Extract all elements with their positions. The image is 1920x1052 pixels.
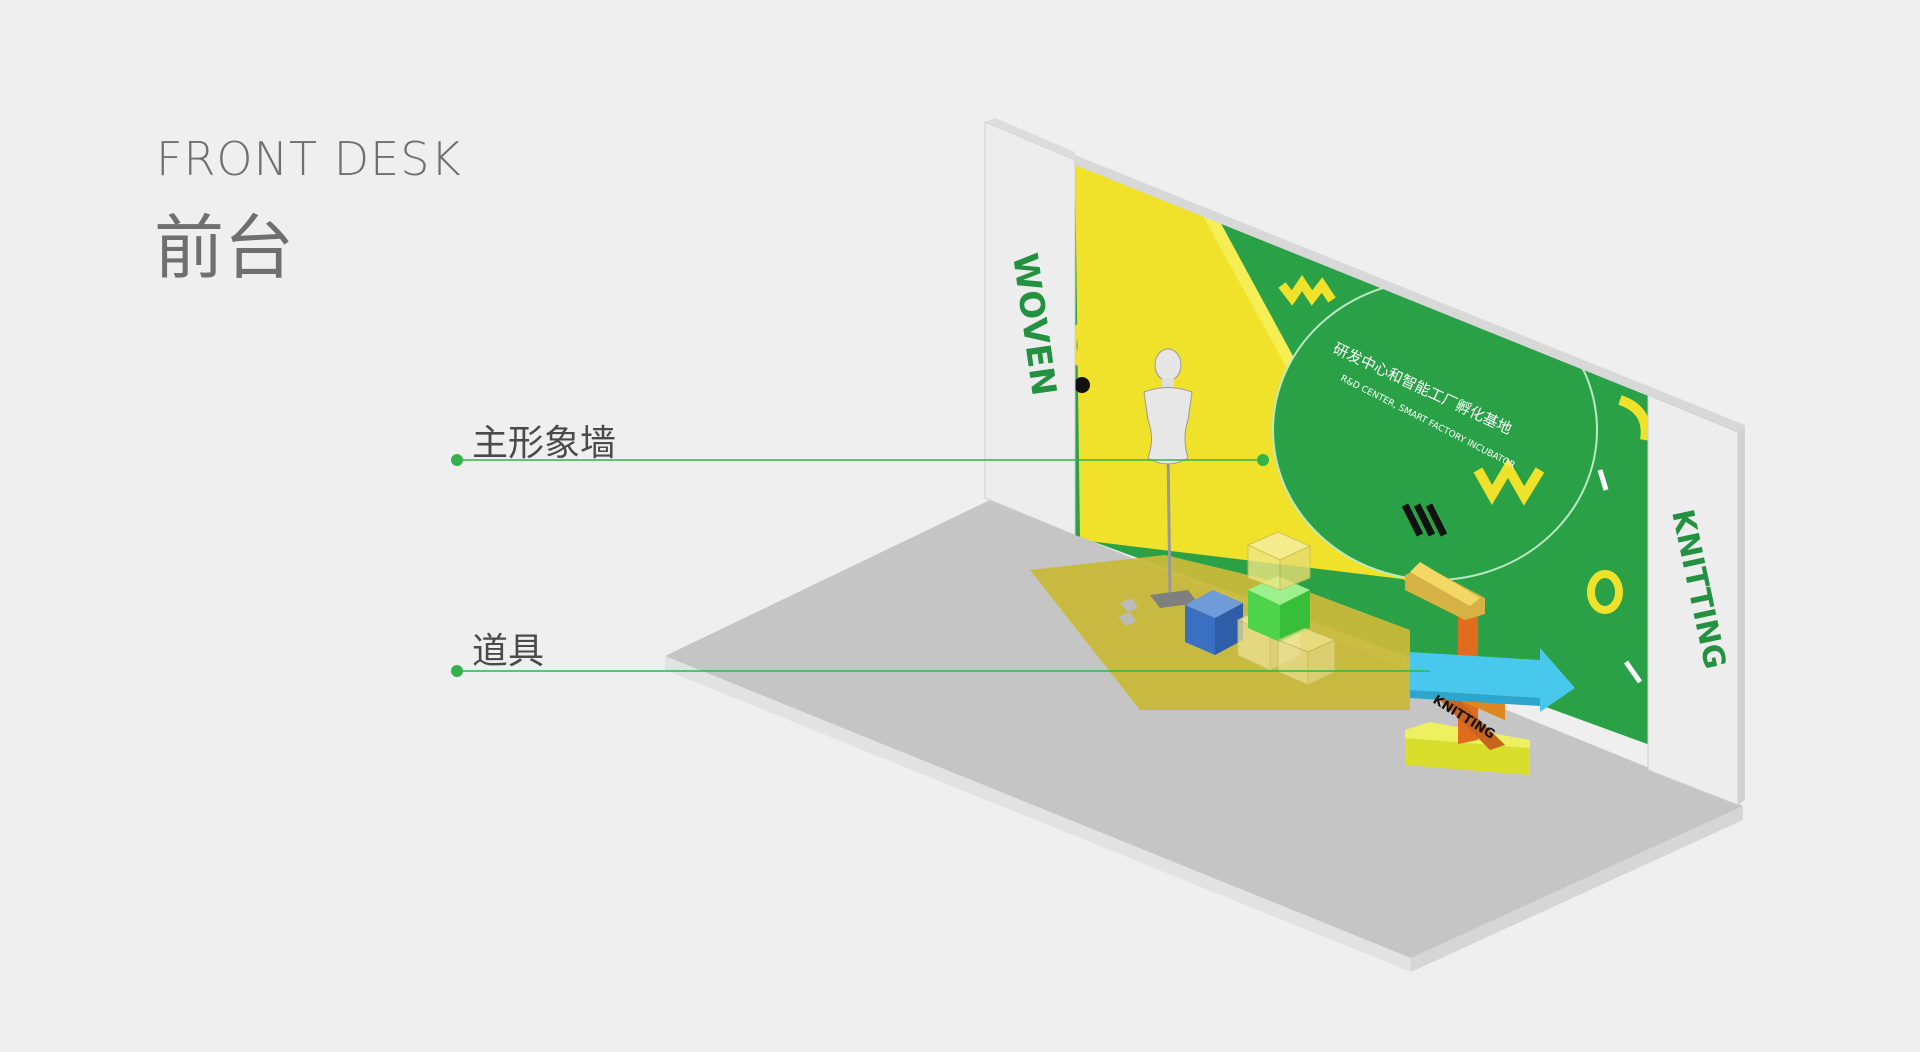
yellow-glass-cube	[1246, 531, 1312, 591]
shoes	[1118, 598, 1138, 626]
main-image-wall	[990, 122, 1745, 745]
annotation-label-main-wall: 主形象墙	[472, 423, 617, 464]
title-english: FRONT DESK	[156, 132, 462, 186]
glass-cube-front	[1276, 627, 1337, 686]
green-cube	[1248, 576, 1310, 642]
signpost-prop	[1405, 562, 1575, 775]
leader-line-props	[451, 665, 1430, 677]
right-panel	[1647, 394, 1745, 806]
floor	[665, 500, 1743, 972]
mannequin	[1143, 348, 1198, 608]
zigzag-decoration	[1278, 274, 1336, 306]
leader-line-main-wall	[451, 454, 1269, 466]
zigzag-decoration	[1473, 458, 1545, 506]
annotation-label-props: 道具	[472, 631, 545, 672]
title-chinese: 前台	[154, 207, 294, 289]
left-panel	[984, 118, 1076, 536]
blue-cube	[1185, 590, 1243, 655]
